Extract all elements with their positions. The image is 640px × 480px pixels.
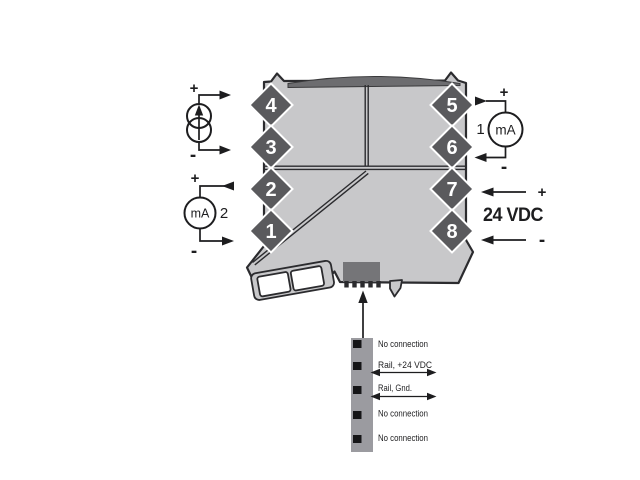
arrow-to-terminal-8-icon <box>481 235 494 245</box>
terminal-1-label: 1 <box>265 221 276 243</box>
rail-pin-5-label: No connection <box>378 433 428 444</box>
meter1-minus-label: - <box>501 157 507 178</box>
ma-meter-2: + mA 2 - <box>183 170 234 262</box>
meter1-unit-label: mA <box>495 123 515 138</box>
bus-connector-pins <box>344 281 381 288</box>
arrow-to-terminal-1-icon <box>222 236 234 246</box>
terminal-1: 1 <box>248 208 294 254</box>
source-plus-label: + <box>190 80 199 97</box>
terminal-4-label: 4 <box>265 95 277 117</box>
rail-connector-body <box>351 338 373 452</box>
meter2-plus-label: + <box>191 170 200 187</box>
latch-hook <box>389 279 403 298</box>
supply-24vdc: + 24 VDC - <box>481 184 547 251</box>
terminal-8-label: 8 <box>446 221 457 243</box>
arrow-to-terminal-3-icon <box>219 145 231 155</box>
source-direction-arrow-icon <box>194 104 204 116</box>
rail-pin-1-label: No connection <box>378 339 428 350</box>
arrow-from-terminal-2-icon <box>222 181 234 191</box>
terminal-8: 8 <box>429 208 475 254</box>
arrow-to-terminal-6-icon <box>474 153 487 162</box>
meter2-minus-label: - <box>191 241 197 262</box>
supply-voltage-label: 24 VDC <box>483 205 544 226</box>
arrow-from-terminal-5-icon <box>475 96 487 106</box>
rail-connector-pinout: No connection Rail, +24 VDC Rail, Gnd. N… <box>351 290 437 452</box>
rail-pin-4-label: No connection <box>378 409 428 420</box>
arrow-up-to-bus-icon <box>358 290 368 303</box>
supply-plus-label: + <box>538 184 547 201</box>
meter1-index-label: 1 <box>476 121 484 138</box>
rail-pin-3-label: Rail, Gnd. <box>378 383 412 394</box>
terminal-3-label: 3 <box>265 137 276 159</box>
rail-pin-2-label: Rail, +24 VDC <box>378 360 432 371</box>
rail-connector-pin-squares <box>353 340 362 443</box>
din-rail-clip <box>250 259 335 301</box>
supply-minus-label: - <box>539 230 545 251</box>
meter2-index-label: 2 <box>220 205 228 222</box>
current-source-symbol: + - <box>186 80 231 166</box>
ma-meter-1: + mA 1 - <box>474 84 524 178</box>
source-minus-label: - <box>190 145 196 166</box>
terminal-5-label: 5 <box>446 95 457 117</box>
arrow-to-terminal-7-icon <box>481 187 494 197</box>
rail-24vdc-double-arrow-icon <box>370 368 437 377</box>
arrow-to-terminal-4-icon <box>219 90 231 100</box>
meter1-plus-label: + <box>500 84 509 101</box>
meter2-unit-label: mA <box>191 207 210 221</box>
device-top-strip <box>287 76 461 89</box>
bus-connector-block <box>343 262 380 282</box>
terminal-6-label: 6 <box>446 137 457 159</box>
terminal-7-label: 7 <box>446 179 457 201</box>
rail-gnd-double-arrow-icon <box>370 392 437 401</box>
terminal-2-label: 2 <box>265 179 276 201</box>
